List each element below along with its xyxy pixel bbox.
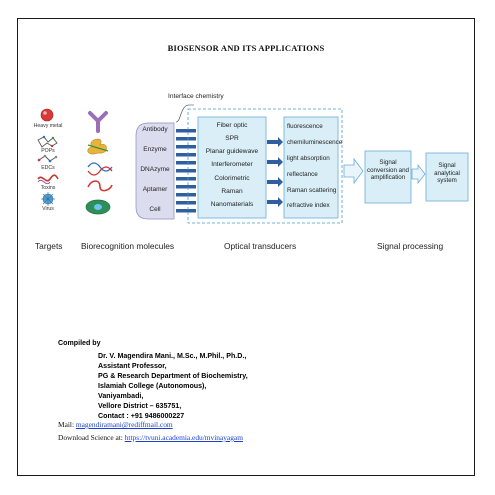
author-district: Vellore District – 635751, [98,402,182,410]
conversion-box [364,150,412,204]
enzyme-icon [87,138,109,155]
aptamer-icon [87,180,113,192]
optical-transducer-box [197,116,267,219]
mail-line: Mail: magendiramani@rediffmail.com [58,420,173,429]
author-position: Assistant Professor, [98,362,167,370]
toxins-icon [37,174,59,185]
optical-raman: Raman [221,188,243,195]
interface-chemistry-label: Interface chemistry [168,93,224,100]
interface-bars [176,129,196,213]
recog-cell: Cell [149,206,161,213]
pops-icon [37,135,58,148]
optical-colorimetric: Colorimetric [214,175,250,182]
arrow-to-analytical [411,163,426,185]
arrow-to-conversion [343,157,364,185]
analytical-text: Signal analytical system [434,162,460,184]
optical-nanomaterials: Nanomaterials [210,201,254,208]
caption-optical: Optical transducers [224,241,297,251]
optical-dashed-box [187,108,343,224]
recog-dnazyme: DNAzyme [140,166,170,173]
author-department: PG & Research Department of Biochemistry… [98,372,248,380]
download-link[interactable]: https://tvuni.academia.edu/mvinayagam [124,433,243,442]
recog-enzyme: Enzyme [143,146,167,153]
target-toxins: Toxins [40,185,56,191]
author-contact: Contact : +91 9486000227 [98,412,185,420]
conversion-text: Signal conversion and amplification [367,159,409,181]
antibody-icon [88,111,108,133]
signal-light-absorption: light absorption [287,155,330,162]
dnazyme-icon [87,162,113,176]
cell-icon [85,199,111,215]
optical-spr: SPR [225,135,239,142]
signal-chemiluminescence: chemiluminescence [287,139,343,146]
interface-bracket [175,104,194,123]
virus-icon [41,192,55,206]
compiled-by-label: Compiled by [58,339,101,347]
recognition-region [135,122,175,220]
mail-label: Mail: [58,420,75,429]
analytical-box [425,152,469,202]
mail-link[interactable]: magendiramani@rediffmail.com [75,420,173,429]
target-pops: POPs [41,148,55,154]
optical-planar-guidewave: Planar guidewave [205,148,259,155]
optical-fiber-optic: Fiber optic [216,122,248,129]
author-town: Vaniyambadi, [98,392,144,400]
download-line: Download Science at: https://tvuni.acade… [58,433,243,442]
signal-reflectance: reflectance [287,171,318,178]
download-label: Download Science at: [58,433,123,442]
caption-signal: Signal processing [377,241,444,251]
recog-antibody: Antibody [142,126,168,133]
document-title: BIOSENSOR AND ITS APPLICATIONS [167,43,325,53]
signal-fluorescence: fluorescence [287,123,323,130]
signals-box [283,116,339,219]
signal-refractive-index: refractive index [287,202,330,209]
target-virus: Virus [42,206,54,212]
target-edcs: EDCs [41,165,55,171]
document-page: BIOSENSOR AND ITS APPLICATIONS [17,18,475,476]
caption-biorecognition: Biorecognition molecules [81,241,175,251]
biosensor-figure: Interface chemistry Heavy metal POPs EDC… [18,19,476,269]
author-college: Islamiah College (Autonomous), [98,382,207,390]
figure-graphics [37,104,469,224]
edcs-icon [37,154,58,163]
target-heavy-metal: Heavy metal [33,123,63,129]
signal-raman-scattering: Raman scattering [287,187,337,194]
optical-arrows [267,137,283,207]
caption-targets: Targets [35,241,63,251]
heavy-metal-icon [40,108,54,122]
recog-aptamer: Aptamer [142,186,168,193]
author-name: Dr. V. Magendira Mani., M.Sc., M.Phil., … [98,352,247,360]
optical-interferometer: Interferometer [211,161,253,168]
